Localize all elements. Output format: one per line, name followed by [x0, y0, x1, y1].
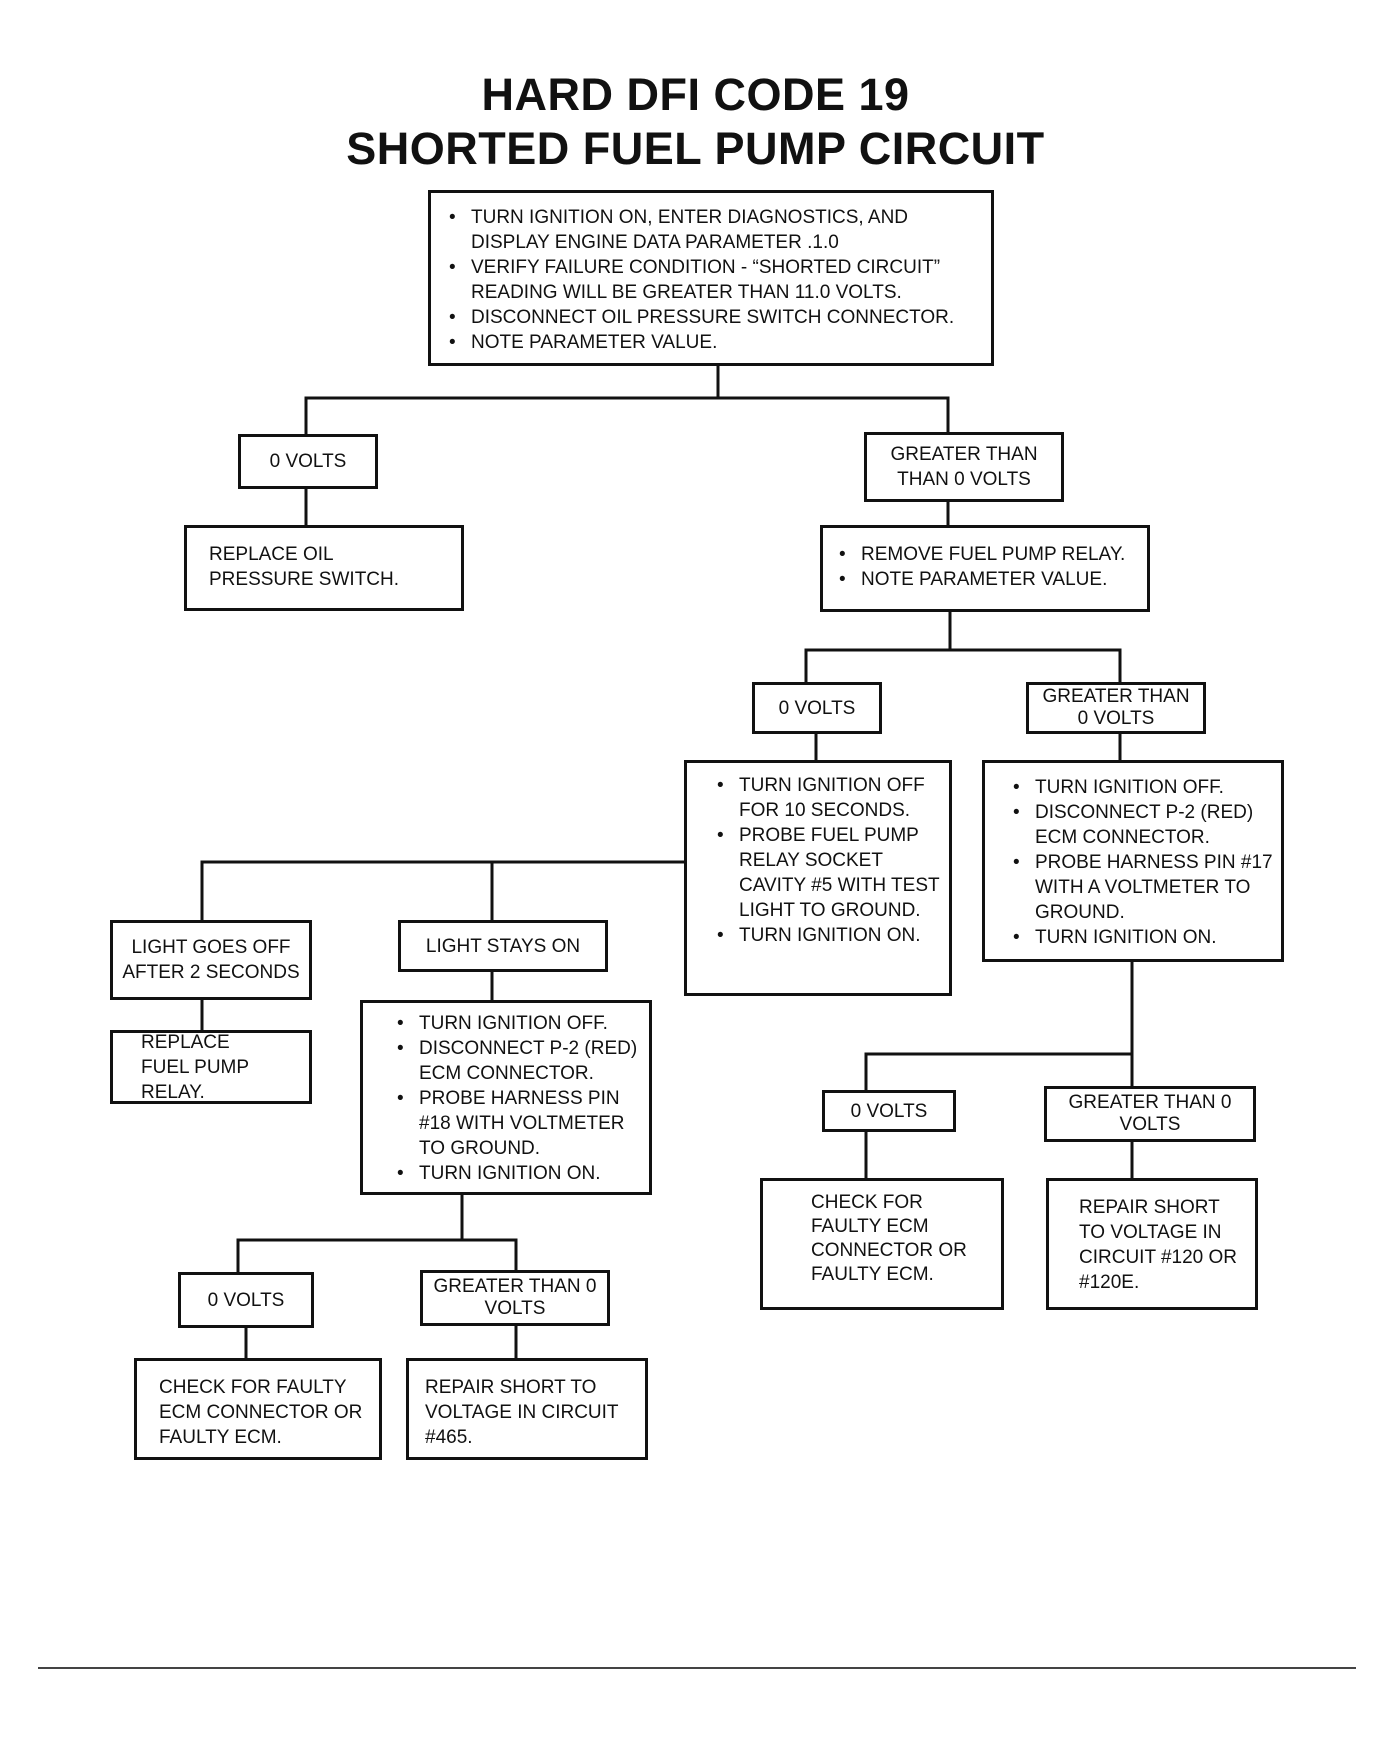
- probe-pin17-step-3: PROBE HARNESS PIN #17 WITH A VOLTMETER T…: [1013, 850, 1273, 925]
- probe-pin18-step-2: DISCONNECT P-2 (RED) ECM CONNECTOR.: [397, 1036, 641, 1086]
- repair-short-120-text: REPAIR SHORT TO VOLTAGE IN CIRCUIT #120 …: [1079, 1197, 1238, 1293]
- branch-a-zero-volts: 0 VOLTS: [238, 434, 378, 489]
- start-step-4: NOTE PARAMETER VALUE.: [449, 330, 981, 355]
- branch-b-zero-volts: 0 VOLTS: [752, 682, 882, 734]
- probe-harness-pin-18-box: TURN IGNITION OFF. DISCONNECT P-2 (RED) …: [360, 1000, 652, 1195]
- edge-socket-split: [200, 860, 684, 920]
- start-step-3: DISCONNECT OIL PRESSURE SWITCH CONNECTOR…: [449, 305, 981, 330]
- start-step-1: TURN IGNITION ON, ENTER DIAGNOSTICS, AND…: [449, 205, 981, 255]
- probe-pin17-step-4: TURN IGNITION ON.: [1013, 925, 1273, 950]
- remove-fuel-pump-relay-box: REMOVE FUEL PUMP RELAY. NOTE PARAMETER V…: [820, 525, 1150, 612]
- branch-c-zero-volts: 0 VOLTS: [178, 1272, 314, 1328]
- edge-pin18-split: [236, 1195, 518, 1272]
- branch-d-greater-than-zero: GREATER THAN 0 VOLTS: [1044, 1086, 1256, 1142]
- light-stays-on-box: LIGHT STAYS ON: [398, 920, 608, 972]
- bottom-rule: [38, 1667, 1356, 1669]
- probe-socket-step-1: TURN IGNITION OFF FOR 10 SECONDS.: [717, 773, 941, 823]
- probe-pin18-step-4: TURN IGNITION ON.: [397, 1161, 641, 1186]
- repair-short-465-text: REPAIR SHORT TO VOLTAGE IN CIRCUIT #465.: [425, 1377, 619, 1448]
- branch-d-zero-volts: 0 VOLTS: [822, 1090, 956, 1132]
- remove-relay-step-1: REMOVE FUEL PUMP RELAY.: [839, 542, 1137, 567]
- branch-c-greater-than-zero: GREATER THAN 0 VOLTS: [420, 1270, 610, 1326]
- probe-socket-step-3: TURN IGNITION ON.: [717, 923, 941, 948]
- repair-short-465-box: REPAIR SHORT TO VOLTAGE IN CIRCUIT #465.: [406, 1358, 648, 1460]
- replace-oil-pressure-switch-text: REPLACE OIL PRESSURE SWITCH.: [209, 544, 400, 590]
- edge-pin17-split: [864, 962, 1134, 1090]
- branch-a-greater-than-zero: GREATER THAN THAN 0 VOLTS: [864, 432, 1064, 502]
- check-faulty-ecm-box-d: CHECK FOR FAULTY ECM CONNECTOR OR FAULTY…: [760, 1178, 1004, 1310]
- probe-socket-step-2: PROBE FUEL PUMP RELAY SOCKET CAVITY #5 W…: [717, 823, 941, 923]
- probe-pin18-step-1: TURN IGNITION OFF.: [397, 1011, 641, 1036]
- diagram-title-line-1: HARD DFI CODE 19: [481, 69, 910, 120]
- replace-fuel-pump-relay-box: REPLACE FUEL PUMP RELAY.: [110, 1030, 312, 1104]
- check-faulty-ecm-box-c: CHECK FOR FAULTY ECM CONNECTOR OR FAULTY…: [134, 1358, 382, 1460]
- branch-b-greater-than-zero: GREATER THAN 0 VOLTS: [1026, 682, 1206, 734]
- start-step-2: VERIFY FAILURE CONDITION - “SHORTED CIRC…: [449, 255, 981, 305]
- repair-short-120-box: REPAIR SHORT TO VOLTAGE IN CIRCUIT #120 …: [1046, 1178, 1258, 1310]
- probe-pin18-step-3: PROBE HARNESS PIN #18 WITH VOLTMETER TO …: [397, 1086, 641, 1161]
- probe-harness-pin-17-box: TURN IGNITION OFF. DISCONNECT P-2 (RED) …: [982, 760, 1284, 962]
- probe-pin17-step-1: TURN IGNITION OFF.: [1013, 775, 1273, 800]
- edge-start-split: [304, 366, 950, 434]
- probe-relay-socket-box: TURN IGNITION OFF FOR 10 SECONDS. PROBE …: [684, 760, 952, 996]
- edge-relay-split: [804, 612, 1122, 682]
- probe-pin17-step-2: DISCONNECT P-2 (RED) ECM CONNECTOR.: [1013, 800, 1273, 850]
- check-faulty-ecm-text-d: CHECK FOR FAULTY ECM CONNECTOR OR FAULTY…: [811, 1192, 967, 1285]
- check-faulty-ecm-text-c: CHECK FOR FAULTY ECM CONNECTOR OR FAULTY…: [159, 1377, 363, 1448]
- remove-relay-step-2: NOTE PARAMETER VALUE.: [839, 567, 1137, 592]
- replace-oil-pressure-switch-box: REPLACE OIL PRESSURE SWITCH.: [184, 525, 464, 611]
- start-procedure-box: TURN IGNITION ON, ENTER DIAGNOSTICS, AND…: [428, 190, 994, 366]
- diagram-title-line-2: SHORTED FUEL PUMP CIRCUIT: [346, 123, 1045, 174]
- light-goes-off-box: LIGHT GOES OFF AFTER 2 SECONDS: [110, 920, 312, 1000]
